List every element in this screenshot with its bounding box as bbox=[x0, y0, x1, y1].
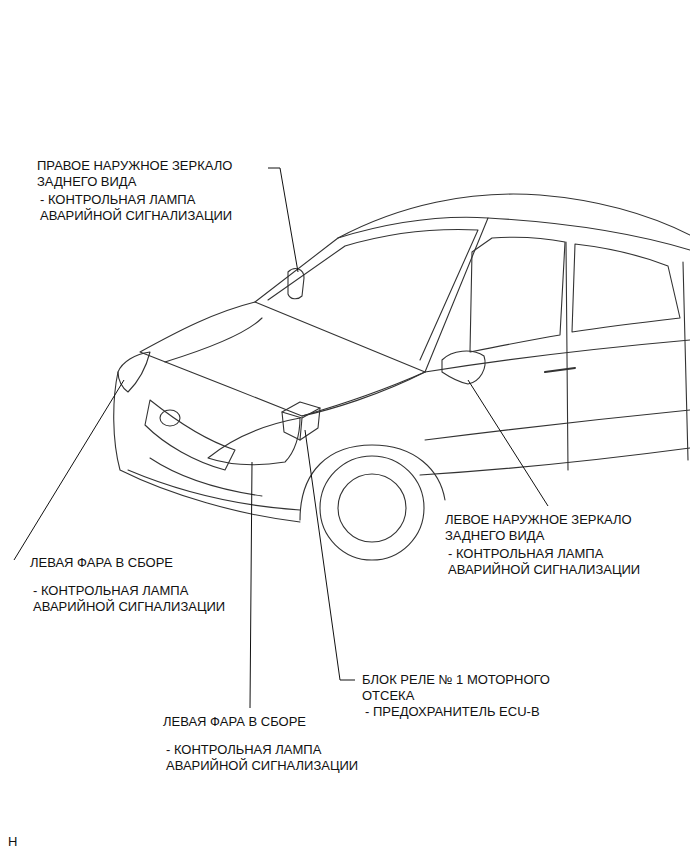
relay-block-edge bbox=[282, 408, 320, 440]
emblem bbox=[160, 410, 180, 426]
rear-door-gap bbox=[683, 262, 688, 460]
leader-line bbox=[250, 462, 252, 708]
callout-label: ЛЕВОЕ НАРУЖНОЕ ЗЕРКАЛО ЗАДНЕГО ВИДА bbox=[445, 512, 677, 544]
rear-window bbox=[572, 244, 680, 332]
front-bumper bbox=[114, 372, 300, 522]
beltline bbox=[425, 340, 690, 372]
door-handle bbox=[545, 368, 575, 372]
hood-crease bbox=[165, 318, 262, 362]
callout-label: ПРАВОЕ НАРУЖНОЕ ЗЕРКАЛО ЗАДНЕГО ВИДА bbox=[37, 158, 272, 190]
callout-label: ЛЕВАЯ ФАРА В СБОРЕ bbox=[30, 555, 270, 571]
leader-line bbox=[468, 380, 548, 506]
roof-far bbox=[338, 194, 690, 238]
left-mirror bbox=[442, 351, 485, 384]
callout-label: БЛОК РЕЛЕ № 1 МОТОРНОГО ОТСЕКА bbox=[362, 672, 594, 704]
fender-top bbox=[302, 372, 425, 416]
side-crease bbox=[425, 410, 690, 440]
front-window bbox=[470, 237, 565, 352]
front-rim bbox=[338, 474, 406, 542]
callout-label: H bbox=[8, 834, 38, 850]
car-body bbox=[114, 194, 690, 560]
relay-block bbox=[282, 402, 320, 440]
sill bbox=[420, 448, 690, 475]
windshield-inner bbox=[268, 230, 478, 360]
grille bbox=[145, 400, 235, 470]
left-headlight bbox=[208, 418, 300, 465]
right-mirror bbox=[288, 269, 304, 299]
leader-line bbox=[268, 168, 298, 272]
front-tire bbox=[320, 456, 424, 560]
lower-grille bbox=[150, 458, 262, 496]
callout-label: ЛЕВАЯ ФАРА В СБОРЕ bbox=[163, 714, 398, 730]
right-headlight bbox=[118, 352, 150, 392]
roof-near bbox=[488, 218, 690, 250]
callout-label: - ПРЕДОХРАНИТЕЛЬ ECU-B bbox=[365, 704, 597, 720]
leader-line bbox=[305, 430, 355, 680]
door-gap bbox=[566, 242, 568, 470]
hood bbox=[140, 302, 425, 416]
leader-line bbox=[14, 380, 124, 560]
callout-label: - КОНТРОЛЬНАЯ ЛАМПА АВАРИЙНОЙ СИГНАЛИЗАЦ… bbox=[166, 742, 401, 774]
windshield bbox=[255, 217, 488, 372]
callout-label: - КОНТРОЛЬНАЯ ЛАМПА АВАРИЙНОЙ СИГНАЛИЗАЦ… bbox=[40, 192, 275, 224]
bumper-lower bbox=[128, 470, 300, 510]
callout-label: - КОНТРОЛЬНАЯ ЛАМПА АВАРИЙНОЙ СИГНАЛИЗАЦ… bbox=[33, 583, 273, 615]
callout-label: - КОНТРОЛЬНАЯ ЛАМПА АВАРИЙНОЙ СИГНАЛИЗАЦ… bbox=[448, 546, 680, 578]
leader-lines bbox=[14, 168, 548, 708]
